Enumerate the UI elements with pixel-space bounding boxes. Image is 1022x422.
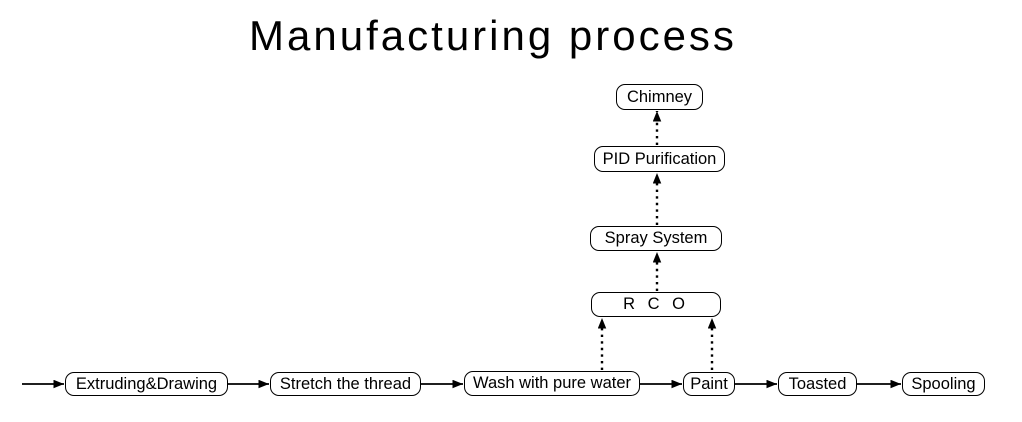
node-spray-system: Spray System xyxy=(590,226,722,251)
node-stretch-the-thread: Stretch the thread xyxy=(270,372,421,396)
node-wash-with-pure-water: Wash with pure water xyxy=(464,371,640,396)
node-toasted: Toasted xyxy=(778,372,857,396)
node-extruding-label: Extruding&Drawing xyxy=(75,374,218,393)
node-spray-label: Spray System xyxy=(604,229,708,248)
node-stretch-label: Stretch the thread xyxy=(279,374,412,393)
node-pid-purification: PID Purification xyxy=(594,146,725,172)
node-chimney: Chimney xyxy=(616,84,703,110)
node-pid-label: PID Purification xyxy=(602,149,717,168)
diagram-title: Manufacturing process xyxy=(249,12,737,59)
node-toasted-label: Toasted xyxy=(788,374,847,393)
node-spooling: Spooling xyxy=(902,372,985,396)
node-chimney-label: Chimney xyxy=(626,87,693,106)
node-spooling-label: Spooling xyxy=(911,374,976,393)
node-paint-label: Paint xyxy=(690,374,728,393)
node-wash-label: Wash with pure water xyxy=(472,374,632,393)
node-extruding-drawing: Extruding&Drawing xyxy=(65,372,228,396)
node-rco-label: R C O xyxy=(623,295,689,314)
node-rco: R C O xyxy=(591,292,721,317)
node-paint: Paint xyxy=(683,372,735,396)
